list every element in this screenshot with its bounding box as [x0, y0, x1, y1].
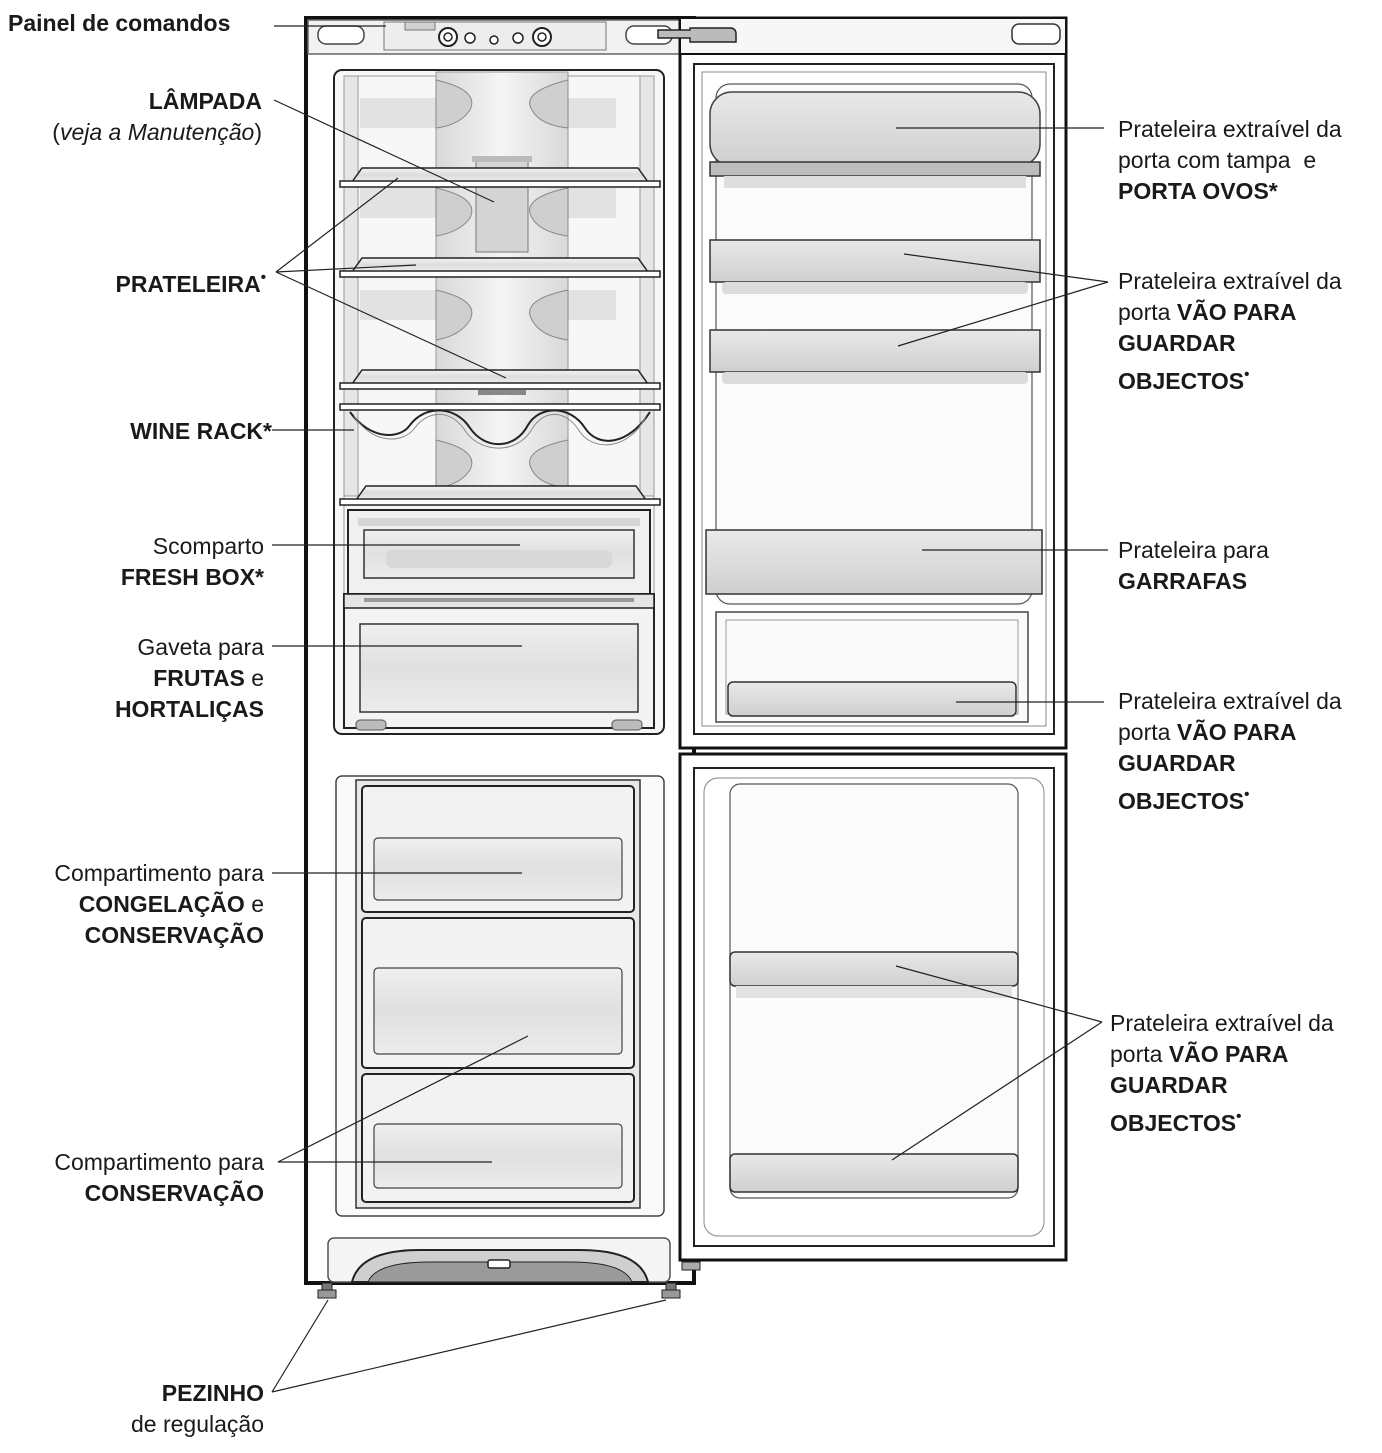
freezer-drawer: [361, 1073, 635, 1203]
label-door-storage-3-line2-pre: porta: [1110, 1041, 1169, 1067]
label-control-panel-text: Painel de comandos: [8, 10, 231, 36]
adjustable-foot: [661, 1282, 681, 1299]
label-fresh-box-title: FRESH BOX*: [120, 564, 264, 590]
glass-shelf: [339, 167, 661, 188]
label-feet-line2: de regulação: [131, 1411, 264, 1437]
label-shelf: PRATELEIRA•: [115, 262, 266, 300]
label-lamp: LÂMPADA (veja a Manutenção): [52, 86, 262, 148]
label-door-bottles-title: GARRAFAS: [1118, 568, 1248, 594]
plinth: [327, 1237, 671, 1283]
glass-shelf: [339, 257, 661, 278]
label-control-panel: Painel de comandos: [8, 8, 230, 39]
label-freezer-comp: Compartimento para CONGELAÇÃO e CONSERVA…: [54, 858, 264, 951]
leader-lines: [271, 25, 1109, 1393]
label-door-storage-3-line3: GUARDAR: [1110, 1072, 1228, 1098]
crisper-drawer: [343, 593, 655, 731]
label-door-egg: Prateleira extraível da porta com tampa …: [1118, 114, 1342, 207]
label-door-storage-1-line2-pre: porta: [1118, 299, 1177, 325]
freezer-door-shelf: [729, 951, 1019, 998]
label-door-storage-3-line1: Prateleira extraível da: [1110, 1010, 1334, 1036]
label-door-storage-2-marker: •: [1244, 786, 1250, 803]
label-crisper-line1: Gaveta para: [137, 634, 264, 660]
label-door-egg-title: PORTA OVOS*: [1118, 178, 1278, 204]
label-door-storage-3: Prateleira extraível da porta VÃO PARA G…: [1110, 1008, 1334, 1139]
label-door-storage-3-line4: OBJECTOS: [1110, 1110, 1237, 1136]
label-freezer-comp-conj: e: [244, 891, 264, 917]
label-crisper-title2: HORTALIÇAS: [114, 696, 264, 722]
label-crisper-conj: e: [244, 665, 264, 691]
label-storage-comp-line1: Compartimento para: [54, 1149, 264, 1175]
label-freezer-comp-line1: Compartimento para: [54, 860, 264, 886]
freezer-door-shelf: [729, 1153, 1019, 1193]
adjustable-foot: [317, 1282, 337, 1299]
door-egg-shelf: [709, 91, 1041, 188]
label-door-storage-1-line2-bold: VÃO PARA: [1176, 299, 1297, 325]
label-door-bottles: Prateleira para GARRAFAS: [1118, 535, 1269, 597]
label-storage-comp: Compartimento para CONSERVAÇÃO: [54, 1147, 264, 1209]
label-freezer-comp-title1: CONGELAÇÃO: [78, 891, 245, 917]
label-fresh-box: Scomparto FRESH BOX*: [121, 531, 264, 593]
glass-shelf: [339, 369, 661, 395]
label-door-storage-2-line2-pre: porta: [1118, 719, 1177, 745]
label-freezer-comp-title2: CONSERVAÇÃO: [84, 922, 264, 948]
label-feet-title: PEZINHO: [161, 1380, 264, 1406]
label-shelf-marker: •: [260, 269, 266, 286]
label-door-egg-line2: porta com tampa e: [1118, 147, 1317, 173]
label-door-storage-1-line1: Prateleira extraível da: [1118, 268, 1342, 294]
label-door-storage-2-line1: Prateleira extraível da: [1118, 688, 1342, 714]
label-door-storage-2-line2-bold: VÃO PARA: [1176, 719, 1297, 745]
door-bottle-shelf: [705, 529, 1043, 595]
label-door-bottles-line1: Prateleira para: [1118, 537, 1269, 563]
label-door-egg-line1: Prateleira extraível da: [1118, 116, 1342, 142]
label-door-storage-3-line2-bold: VÃO PARA: [1168, 1041, 1289, 1067]
label-crisper-title1: FRUTAS: [153, 665, 245, 691]
glass-shelf: [339, 485, 661, 506]
fresh-box: [347, 509, 651, 595]
label-storage-comp-title: CONSERVAÇÃO: [84, 1180, 264, 1206]
label-feet: PEZINHO de regulação: [131, 1378, 264, 1440]
label-door-storage-1-line3: GUARDAR: [1118, 330, 1236, 356]
label-lamp-note: veja a Manutenção: [59, 119, 255, 145]
label-lamp-close: ): [254, 119, 262, 145]
label-wine-rack-title: WINE RACK*: [130, 418, 272, 444]
label-door-storage-1-marker: •: [1244, 366, 1250, 383]
freezer-drawer: [361, 917, 635, 1069]
label-lamp-open: (: [52, 119, 60, 145]
label-door-storage-1: Prateleira extraível da porta VÃO PARA G…: [1118, 266, 1342, 397]
label-door-storage-3-marker: •: [1236, 1108, 1242, 1125]
label-lamp-title: LÂMPADA: [148, 88, 262, 114]
label-door-storage-2-line4: OBJECTOS: [1118, 788, 1245, 814]
label-door-storage-2: Prateleira extraível da porta VÃO PARA G…: [1118, 686, 1342, 817]
label-crisper: Gaveta para FRUTAS e HORTALIÇAS: [115, 632, 264, 725]
label-fresh-box-line1: Scomparto: [152, 533, 264, 559]
door-lower-shelf: [715, 611, 1029, 723]
freezer-drawer: [361, 785, 635, 913]
door-storage-shelf: [709, 329, 1041, 384]
label-door-storage-2-line3: GUARDAR: [1118, 750, 1236, 776]
door-storage-shelf: [709, 239, 1041, 294]
wine-rack: [339, 403, 661, 449]
label-shelf-title: PRATELEIRA: [115, 271, 261, 297]
label-wine-rack: WINE RACK*: [130, 416, 272, 447]
label-door-storage-1-line4: OBJECTOS: [1118, 368, 1245, 394]
